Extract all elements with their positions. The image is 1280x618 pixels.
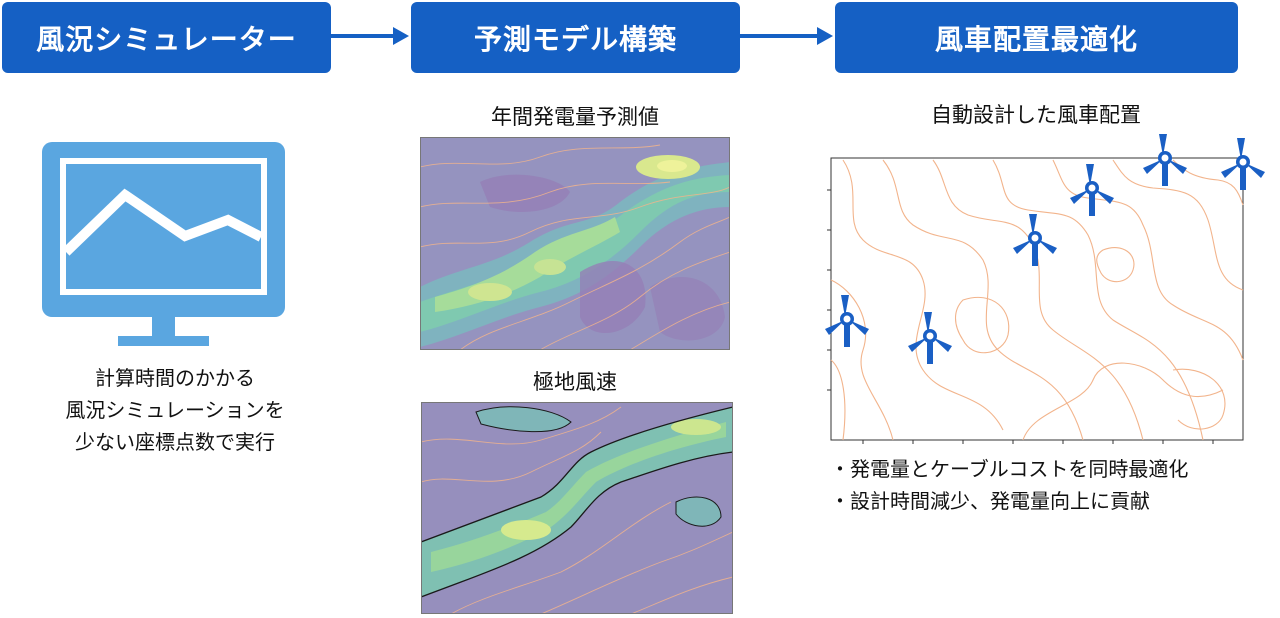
turbine-6 (1221, 138, 1265, 190)
turbine-layout-title: 自動設計した風車配置 (931, 103, 1141, 127)
bullet-item-1: ・発電量とケーブルコストを同時最適化 (830, 457, 1189, 481)
stage-model-building: 予測モデル構築 (411, 2, 740, 73)
energy-map-title: 年間発電量予測値 (491, 105, 659, 129)
turbine-5 (1143, 134, 1187, 186)
energy-prediction-map (420, 137, 730, 350)
monitor-with-line-chart-icon (42, 142, 285, 346)
flow-arrow-2 (740, 27, 833, 45)
turbine-3 (1013, 214, 1057, 266)
optimization-bullets: ・発電量とケーブルコストを同時最適化 ・設計時間減少、発電量向上に貢献 (830, 453, 1188, 517)
simulator-description: 計算時間のかかる 風況シミュレーションを 少ない座標点数で実行 (40, 362, 310, 458)
wind-speed-map-title: 極地風速 (533, 370, 617, 394)
stage-wind-simulator: 風況シミュレーター (2, 2, 331, 73)
bullet-item-2: ・設計時間減少、発電量向上に貢献 (830, 489, 1150, 513)
stage-turbine-optimization: 風車配置最適化 (835, 2, 1238, 73)
description-line-2: 風況シミュレーションを (65, 398, 285, 422)
turbine-layout-map (825, 134, 1265, 444)
description-line-1: 計算時間のかかる (95, 366, 255, 390)
turbines (825, 134, 1265, 364)
description-line-3: 少ない座標点数で実行 (75, 430, 275, 454)
flow-arrow-1 (331, 27, 409, 45)
turbine-2 (908, 312, 952, 364)
turbine-1 (825, 295, 869, 347)
wind-speed-map (421, 402, 733, 614)
turbine-4 (1070, 164, 1114, 216)
